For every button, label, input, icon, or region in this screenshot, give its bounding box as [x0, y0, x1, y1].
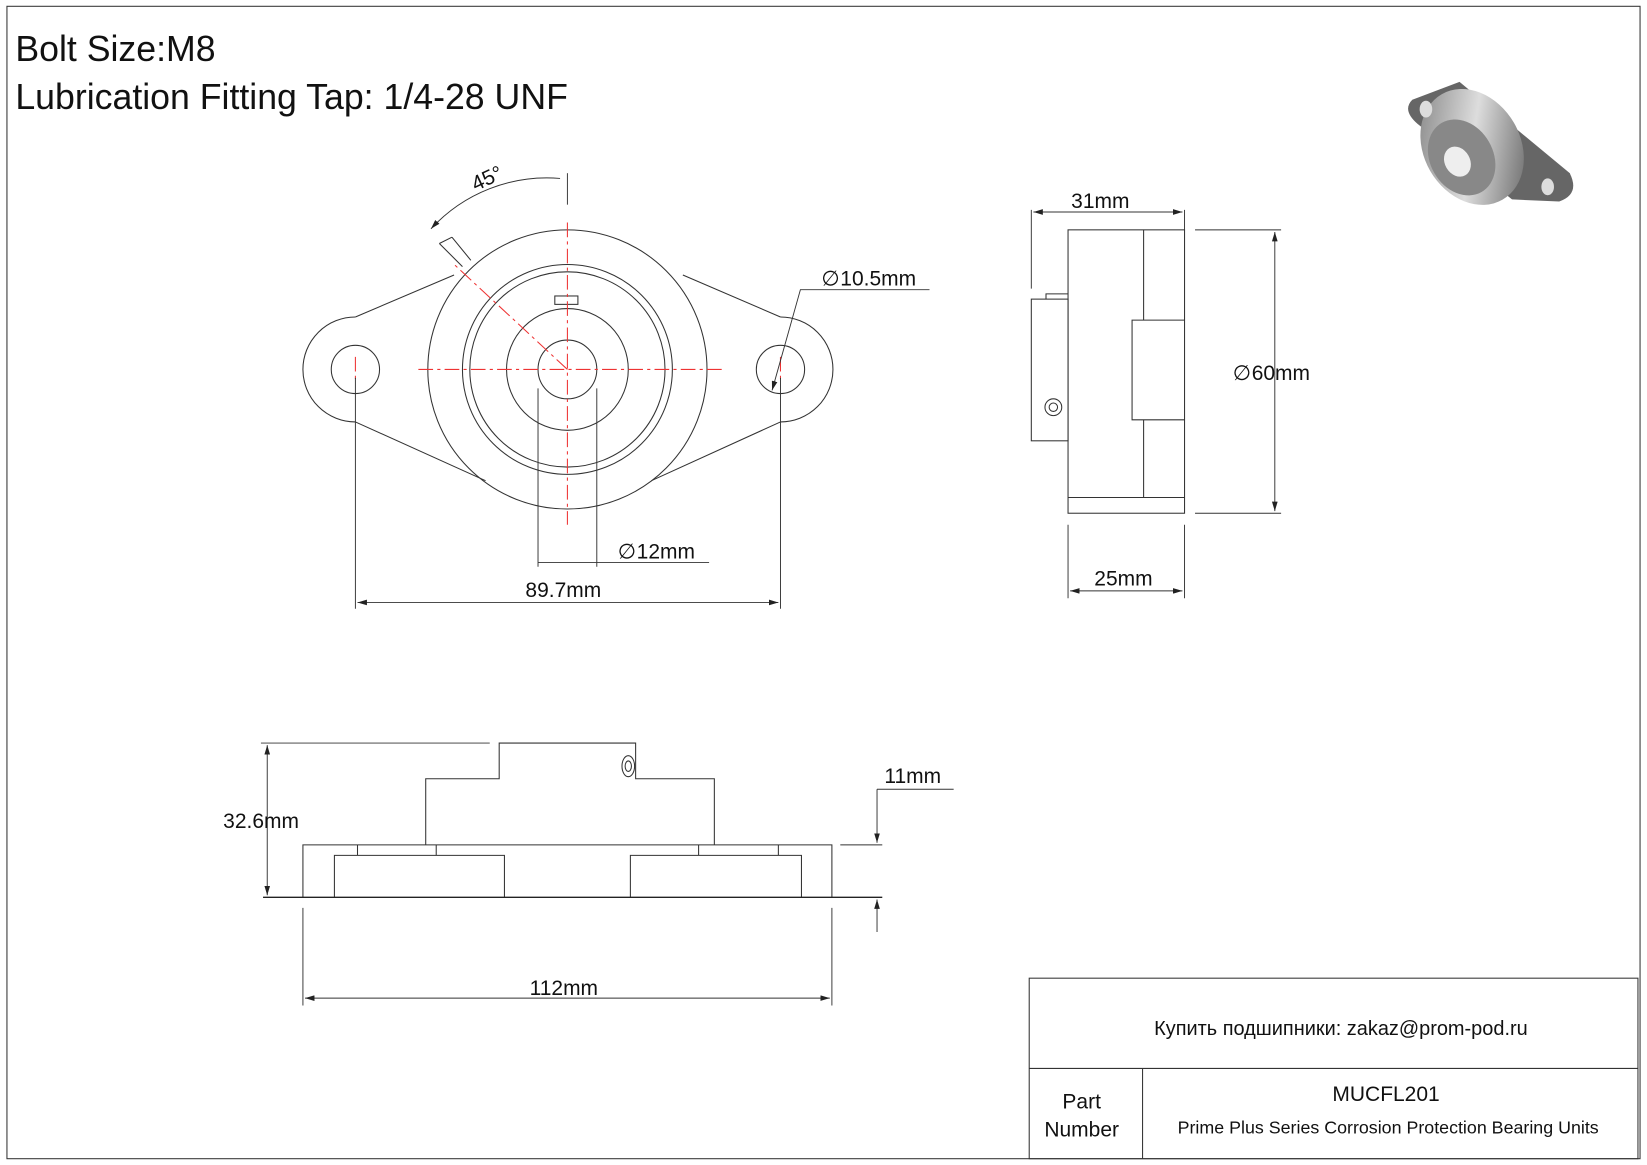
diameter-symbol: ∅	[821, 267, 839, 290]
bolt-size-label: Bolt Size:M8	[15, 29, 215, 69]
part-label: Part	[1062, 1090, 1101, 1113]
diameter-60-dimension: 60mm	[1252, 362, 1310, 385]
top-view: 32.6mm 11mm 112mm	[223, 742, 954, 1006]
front-view: 45° ∅ 10.5mm ∅ 12mm 89.7mm	[302, 162, 930, 609]
angle-label: 45°	[468, 162, 506, 196]
number-label: Number	[1044, 1119, 1119, 1142]
drawing-border	[6, 5, 1641, 1160]
side-view: 31mm ∅ 60mm 25mm	[1030, 190, 1310, 599]
title-block: Купить подшипники: zakaz@prom-pod.ru Par…	[1028, 977, 1639, 1160]
contact-text: Купить подшипники: zakaz@prom-pod.ru	[1154, 1018, 1528, 1040]
bolt-hole-dimension: 10.5mm	[840, 267, 916, 290]
width-25-dimension: 25mm	[1094, 568, 1152, 591]
part-number: MUCFL201	[1332, 1083, 1439, 1106]
bearing-3d-render	[1408, 81, 1574, 205]
diameter-symbol: ∅	[618, 540, 636, 563]
bolt-spacing-dimension: 89.7mm	[525, 579, 601, 602]
bore-dimension: 12mm	[637, 540, 695, 563]
height-dimension: 32.6mm	[223, 810, 299, 833]
part-description: Prime Plus Series Corrosion Protection B…	[1178, 1118, 1599, 1138]
lubrication-label: Lubrication Fitting Tap: 1/4-28 UNF	[15, 77, 568, 117]
diameter-symbol: ∅	[1233, 362, 1251, 385]
flange-thickness-dimension: 11mm	[884, 765, 941, 788]
length-dimension: 112mm	[530, 977, 598, 1000]
width-31-dimension: 31mm	[1071, 190, 1129, 213]
